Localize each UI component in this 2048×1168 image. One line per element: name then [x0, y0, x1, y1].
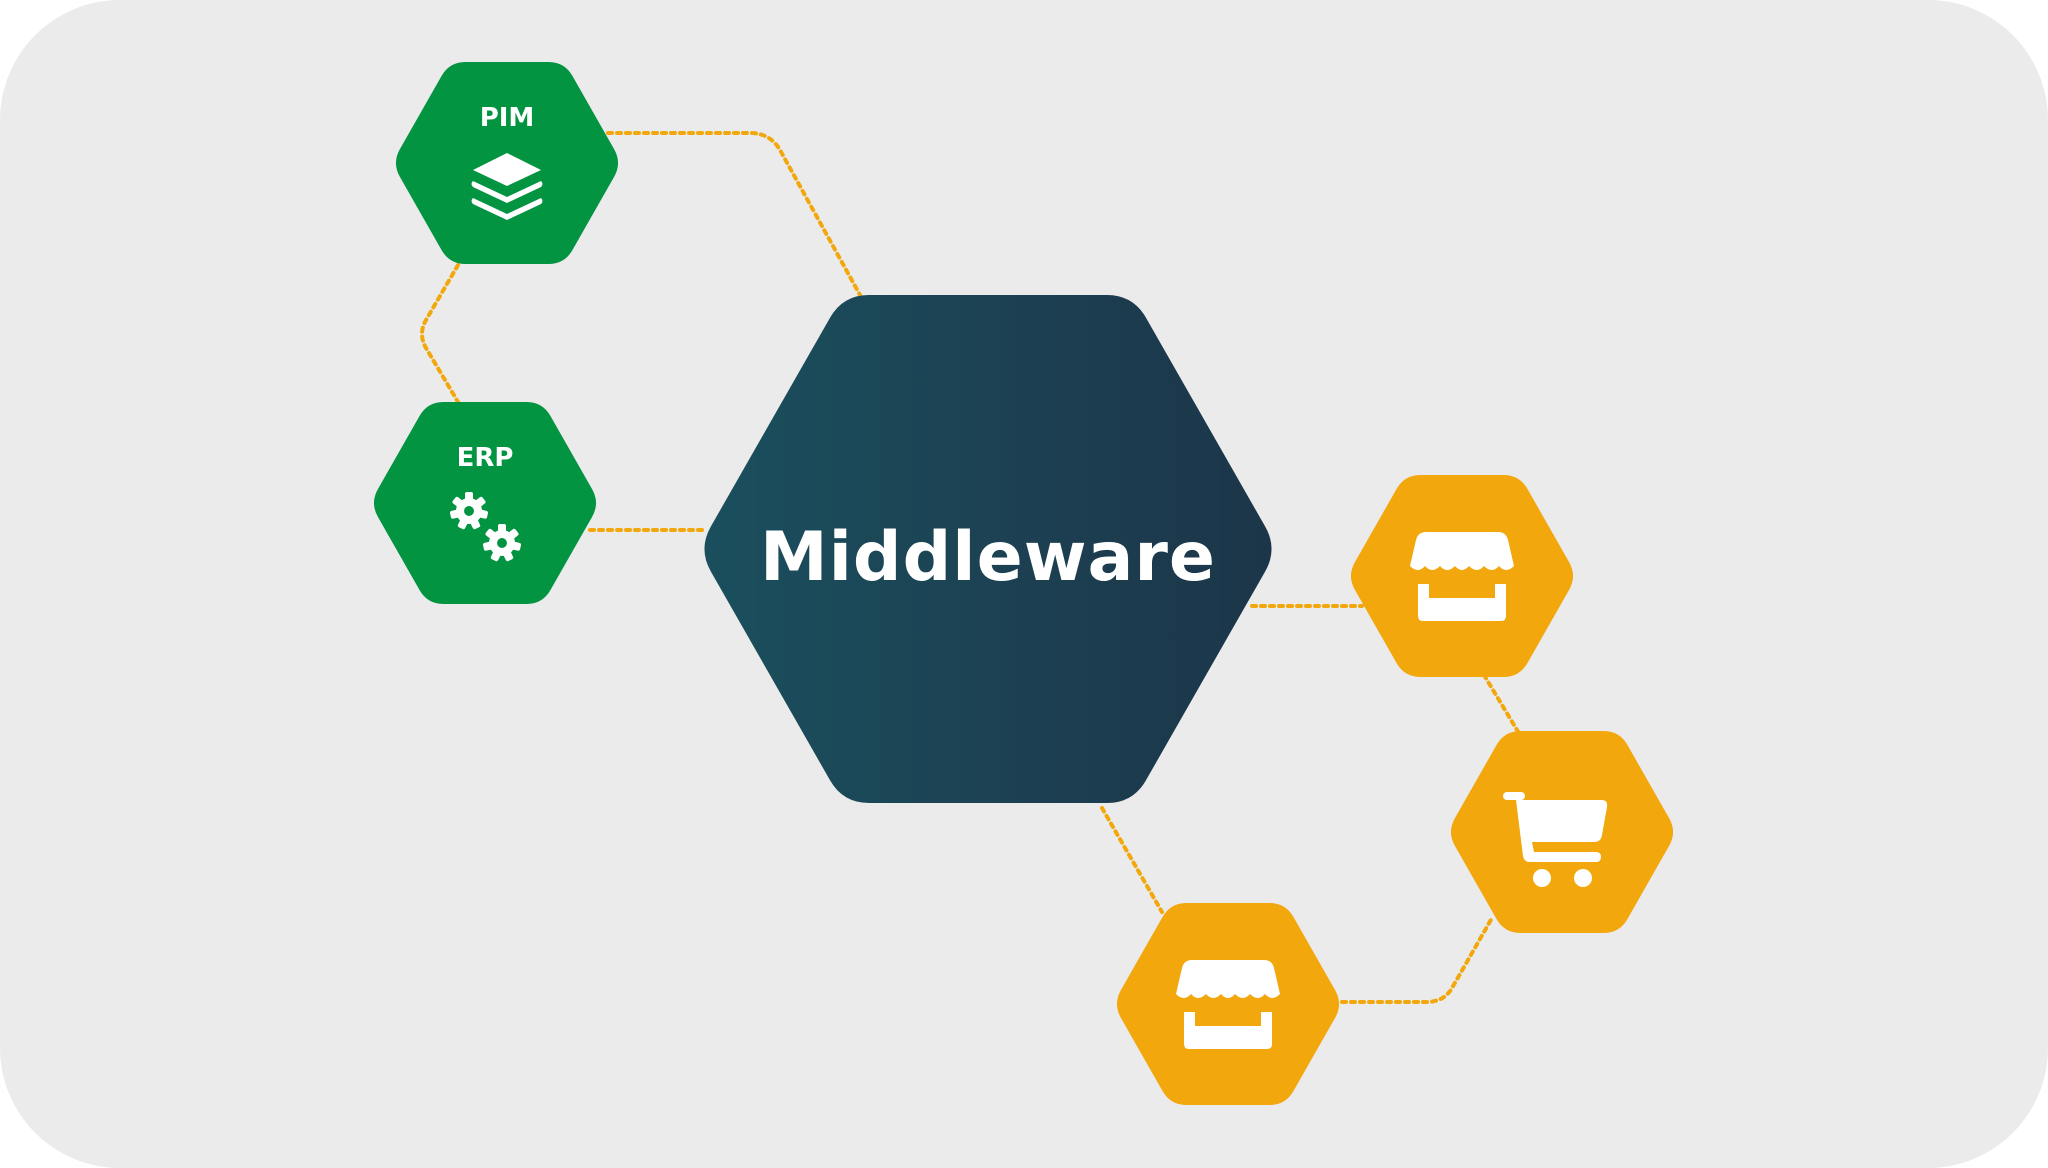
gear-tooth [498, 524, 506, 534]
channel-node-store-right [1350, 475, 1574, 677]
connector-store-right-cart [1482, 673, 1522, 737]
channel-node-cart [1450, 731, 1674, 933]
gear-tooth [469, 518, 481, 530]
gear-tooth [490, 550, 502, 562]
gear-tooth [474, 496, 486, 508]
layers-icon-middle [471, 181, 543, 203]
cart-basket [1516, 800, 1608, 862]
gear-icon-large [449, 492, 489, 530]
gear-tooth [449, 509, 461, 519]
pim-label: PIM [480, 103, 535, 133]
gear-tooth [452, 496, 464, 508]
connector-pim-erp [420, 263, 460, 404]
store-bottom-hexagon [1116, 903, 1340, 1105]
cart-handle [1503, 792, 1525, 800]
gear-tooth [477, 509, 489, 519]
connector-middleware-store-bottom [1100, 806, 1164, 914]
system-node-erp: ERP [373, 402, 597, 604]
middleware-hexagon [704, 295, 1272, 803]
store-right-hexagon [1350, 475, 1574, 677]
gear-tooth [510, 541, 522, 551]
cart-wheel-left [1533, 869, 1551, 887]
storefront-icon [1176, 960, 1280, 1049]
storefront-base [1184, 1012, 1272, 1049]
middleware-label: Middleware [760, 518, 1216, 597]
connector-group [420, 131, 1522, 1004]
gear-icon-small [482, 524, 522, 562]
storefront-icon [1410, 532, 1514, 621]
connector-store-bottom-cart [1340, 916, 1494, 1004]
cart-wheel-right [1574, 869, 1592, 887]
channel-node-store-bottom [1116, 903, 1340, 1105]
gear-hole [497, 538, 507, 548]
layers-icon-top [473, 153, 541, 186]
system-node-pim: PIM [395, 62, 619, 264]
shopping-cart-icon [1503, 792, 1608, 887]
middleware-node: Middleware [704, 295, 1272, 803]
layers-icon-bottom [471, 198, 543, 220]
gear-hole [464, 506, 474, 516]
gear-tooth [457, 518, 469, 530]
storefront-awning [1410, 532, 1514, 570]
storefront-base [1418, 584, 1506, 621]
gear-tooth [485, 528, 497, 540]
gear-tooth [502, 550, 514, 562]
gear-tooth [482, 541, 494, 551]
connector-pim-middleware [606, 131, 862, 297]
gears-icon [449, 492, 522, 562]
layers-icon [471, 153, 543, 220]
storefront-awning [1176, 960, 1280, 998]
erp-label: ERP [457, 443, 514, 473]
gear-tooth [507, 528, 519, 540]
gear-tooth [465, 492, 473, 502]
